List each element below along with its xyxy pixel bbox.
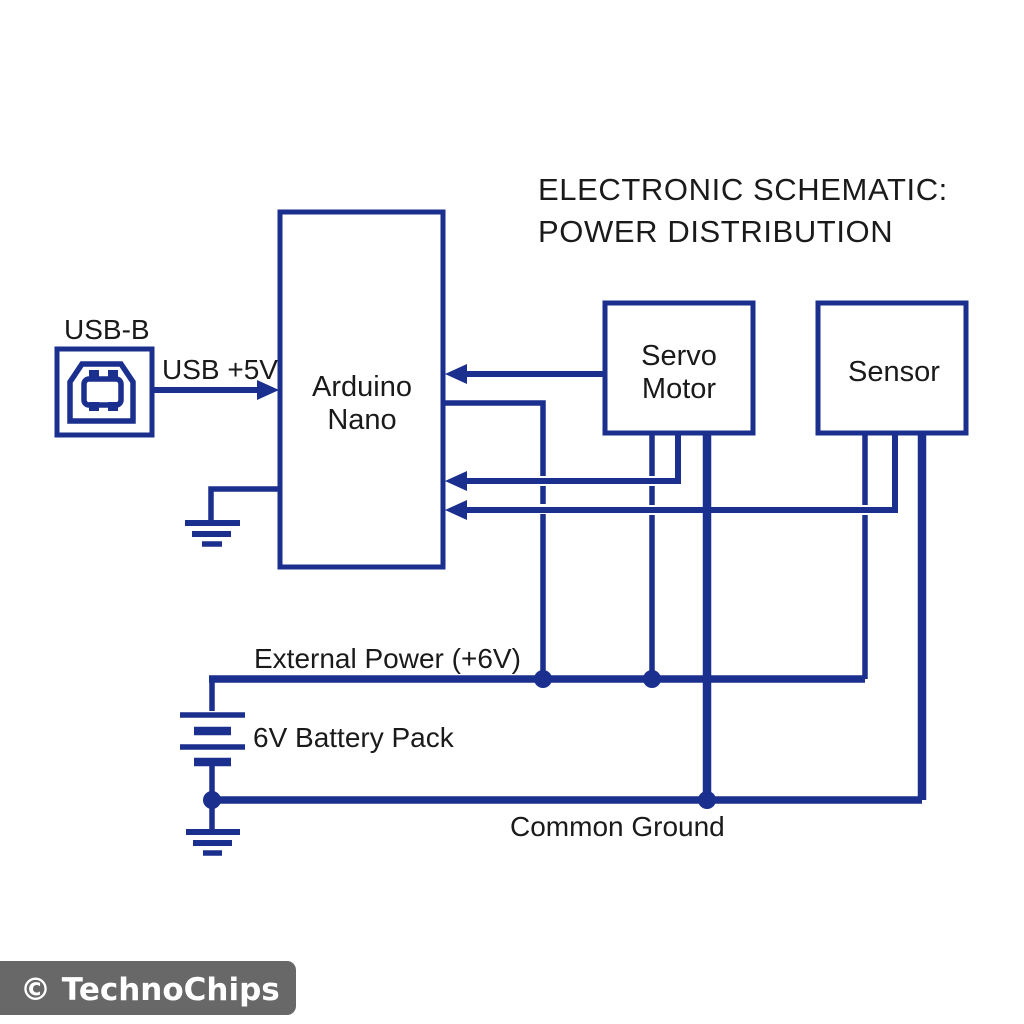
arrowhead-sensor-signal xyxy=(445,500,467,520)
arduino-label-line-1: Arduino xyxy=(312,371,412,403)
watermark: © TechnoChips xyxy=(0,961,296,1015)
arduino-ground-wire xyxy=(208,486,281,521)
sensor-box xyxy=(815,300,969,436)
wire-servo-power xyxy=(643,433,661,688)
usb-b-port-icon xyxy=(67,361,136,424)
wire-arduino-ground xyxy=(185,486,281,547)
battery-label: 6V Battery Pack xyxy=(253,722,455,753)
watermark-background xyxy=(0,961,296,1015)
usb-pin-tab xyxy=(89,402,99,411)
arrowhead-into-arduino-left xyxy=(257,380,279,400)
servo-label-line-1: Servo xyxy=(641,340,717,372)
diagram-title: ELECTRONIC SCHEMATIC: POWER DISTRIBUTION xyxy=(538,172,948,249)
wire-servo-signal-top xyxy=(445,364,605,384)
usb-connector-label: USB-B xyxy=(64,314,150,345)
title-line-2: POWER DISTRIBUTION xyxy=(538,214,893,249)
arrowhead-servo-feedback xyxy=(445,471,467,491)
wire-servo-feedback xyxy=(445,433,681,491)
common-ground-label: Common Ground xyxy=(510,811,725,842)
wire-sensor-signal xyxy=(445,433,898,520)
net-external-power: External Power (+6V) xyxy=(209,643,865,683)
watermark-text: © TechnoChips xyxy=(20,972,280,1008)
earth-ground-icon xyxy=(185,520,240,547)
component-sensor: Sensor xyxy=(815,300,969,436)
wire-arduino-vin xyxy=(443,400,552,688)
usb-pin-tab xyxy=(89,370,99,379)
component-servo: Servo Motor xyxy=(602,300,756,436)
arduino-box xyxy=(277,209,446,570)
component-usb-connector: USB-B xyxy=(54,314,155,438)
battery-cells-icon xyxy=(180,676,245,800)
usb-pin-tab xyxy=(108,370,118,379)
sensor-signal-wire xyxy=(464,433,898,513)
usb-port-inner xyxy=(81,376,124,408)
usb-port-outline xyxy=(67,361,136,424)
external-power-label: External Power (+6V) xyxy=(254,643,521,674)
servo-box xyxy=(602,300,756,436)
servo-feedback-wire xyxy=(464,433,681,484)
arduino-label-line-2: Nano xyxy=(327,404,396,436)
earth-ground-icon xyxy=(186,800,240,856)
wire-usb-power: USB +5V xyxy=(152,354,279,400)
title-line-1: ELECTRONIC SCHEMATIC: xyxy=(538,172,948,207)
arduino-vin-wire xyxy=(443,400,546,679)
arrowhead-servo-signal xyxy=(445,364,467,384)
sensor-label: Sensor xyxy=(848,356,940,388)
usb-power-label: USB +5V xyxy=(162,354,278,385)
net-common-ground: Common Ground xyxy=(203,791,922,842)
wire-servo-ground xyxy=(698,433,716,809)
component-arduino: Arduino Nano xyxy=(277,209,446,570)
usb-pin-tab xyxy=(108,402,118,411)
servo-label-line-2: Motor xyxy=(642,373,716,405)
